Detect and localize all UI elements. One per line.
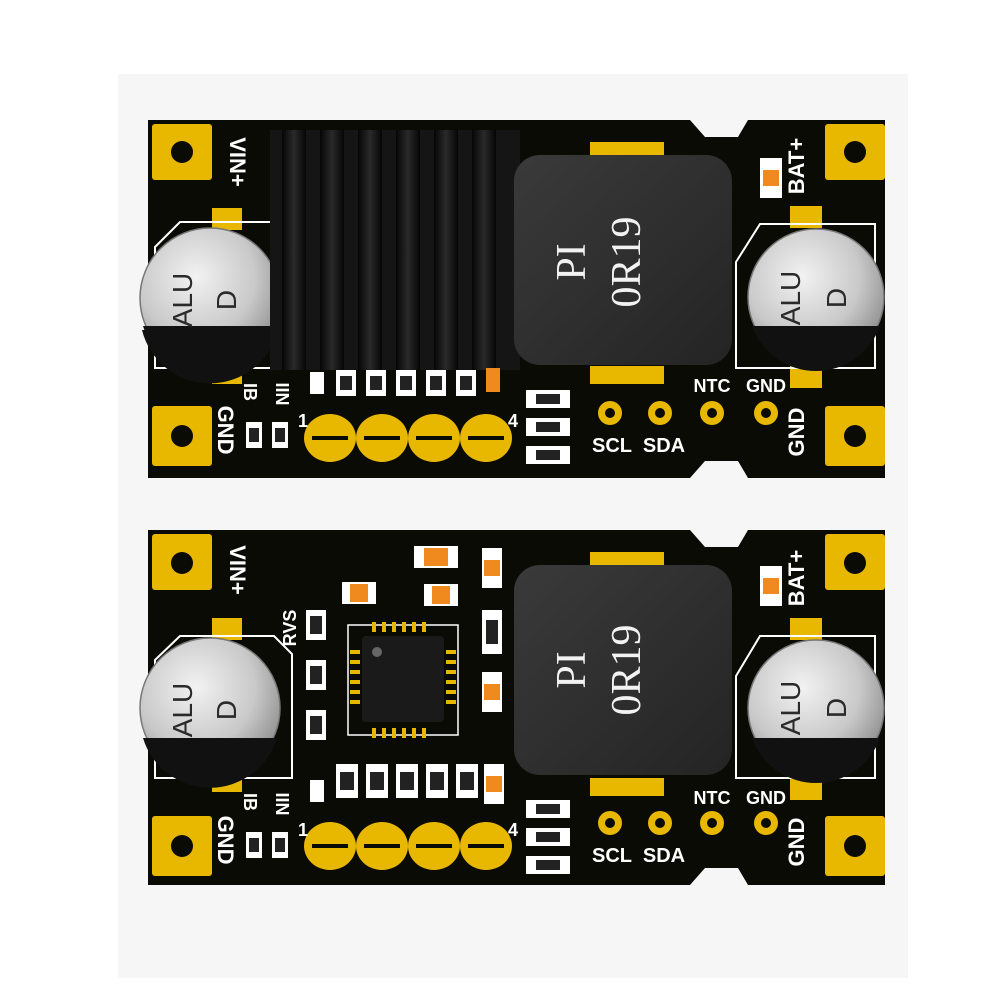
label-gnd-mid: GND bbox=[746, 788, 786, 808]
capacitor-left: ALU D bbox=[139, 227, 281, 384]
capacitor-right: ALU D bbox=[747, 639, 885, 784]
label-ib: IB bbox=[240, 793, 260, 811]
label-vin: VIN+ bbox=[225, 545, 250, 595]
resistor-row bbox=[310, 764, 478, 802]
inductor-mark-1: PI bbox=[549, 243, 595, 280]
inductor: PI 0R19 bbox=[514, 155, 732, 365]
board-top: ALU D ALU D PI 0R19 bbox=[139, 120, 885, 478]
cap-left-text-2: D bbox=[211, 290, 242, 310]
label-sda: SDA bbox=[643, 435, 685, 457]
label-iin: IIN bbox=[272, 382, 292, 405]
label-pin-one: 1 bbox=[298, 411, 308, 431]
label-gnd-right: GND bbox=[784, 408, 809, 457]
label-ntc: NTC bbox=[694, 788, 731, 808]
label-pin-four: 4 bbox=[508, 411, 518, 431]
label-pin-one: 1 bbox=[298, 820, 308, 840]
board-bottom: ALU D ALU D bbox=[139, 530, 885, 885]
capacitor-right: ALU D bbox=[747, 228, 885, 372]
label-ntc: NTC bbox=[694, 376, 731, 396]
label-iin: IIN bbox=[272, 792, 292, 815]
label-bat: BAT+ bbox=[784, 138, 809, 194]
inductor-mark-2: 0R19 bbox=[604, 624, 650, 715]
label-vin: VIN+ bbox=[225, 137, 250, 187]
inductor: PI 0R19 bbox=[514, 565, 732, 775]
cap-left-text-1: ALU bbox=[167, 683, 198, 737]
label-scl: SCL bbox=[592, 435, 632, 457]
cap-left-text-1: ALU bbox=[167, 273, 198, 327]
inductor-mark-2: 0R19 bbox=[604, 216, 650, 307]
label-rvs: RVS bbox=[280, 610, 300, 647]
heatsink bbox=[270, 130, 520, 370]
cap-right-text-2: D bbox=[821, 698, 852, 718]
label-sda: SDA bbox=[643, 845, 685, 867]
label-gnd-left: GND bbox=[213, 816, 238, 865]
label-bat: BAT+ bbox=[784, 550, 809, 606]
ic-chip bbox=[347, 622, 459, 738]
inductor-mark-1: PI bbox=[549, 651, 595, 688]
label-scl: SCL bbox=[592, 845, 632, 867]
label-gnd-left: GND bbox=[213, 406, 238, 455]
cap-left-text-2: D bbox=[211, 700, 242, 720]
cap-right-text-2: D bbox=[821, 288, 852, 308]
capacitor-left: ALU D bbox=[139, 637, 281, 788]
label-gnd-right: GND bbox=[784, 818, 809, 867]
label-ib: IB bbox=[240, 383, 260, 401]
cap-right-text-1: ALU bbox=[775, 271, 806, 325]
label-pin-four: 4 bbox=[508, 820, 518, 840]
cap-right-text-1: ALU bbox=[775, 681, 806, 735]
resistor-row bbox=[310, 368, 500, 396]
label-gnd-mid: GND bbox=[746, 376, 786, 396]
